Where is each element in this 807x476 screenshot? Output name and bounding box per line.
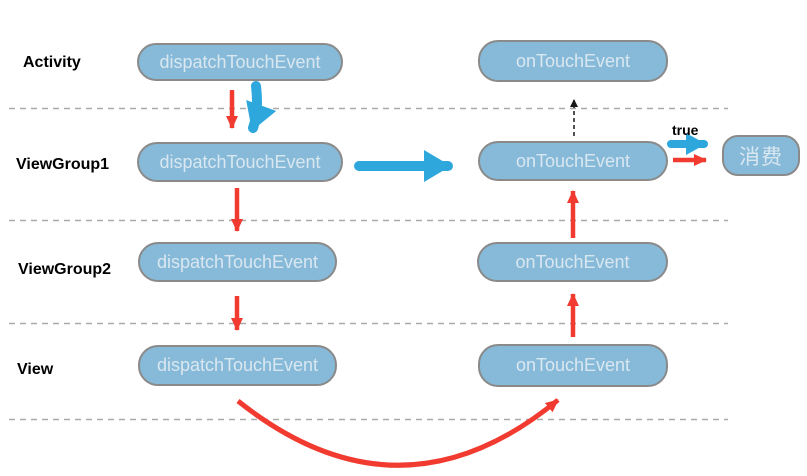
node-consume: 消费 [722,135,800,176]
node-viewgroup1-dispatchtouchevent: dispatchTouchEvent [137,142,343,182]
node-activity-dispatchtouchevent: dispatchTouchEvent [137,43,343,81]
row-label-viewgroup1: ViewGroup1 [16,156,110,173]
layer-separator-lines [9,107,728,421]
red-flow-arrows [226,90,707,468]
node-view-dispatchtouchevent: dispatchTouchEvent [138,345,337,386]
blue-flow-arrows [246,81,708,182]
arrow-activity-to-vg1-dispatch-blue [246,81,277,133]
node-activity-ontouchevent: onTouchEvent [478,40,668,82]
node-view-ontouchevent: onTouchEvent [478,344,668,387]
row-label-view: View [17,361,54,378]
node-viewgroup1-ontouchevent: onTouchEvent [478,141,668,181]
node-viewgroup2-ontouchevent: onTouchEvent [477,242,668,282]
node-viewgroup2-dispatchtouchevent: dispatchTouchEvent [138,242,337,282]
arrow-view-dispatch-to-ontouch-curve-red [236,398,560,468]
true-return-label: true [672,122,699,138]
row-label-activity: Activity [23,54,81,71]
row-label-viewgroup2: ViewGroup2 [18,261,112,278]
